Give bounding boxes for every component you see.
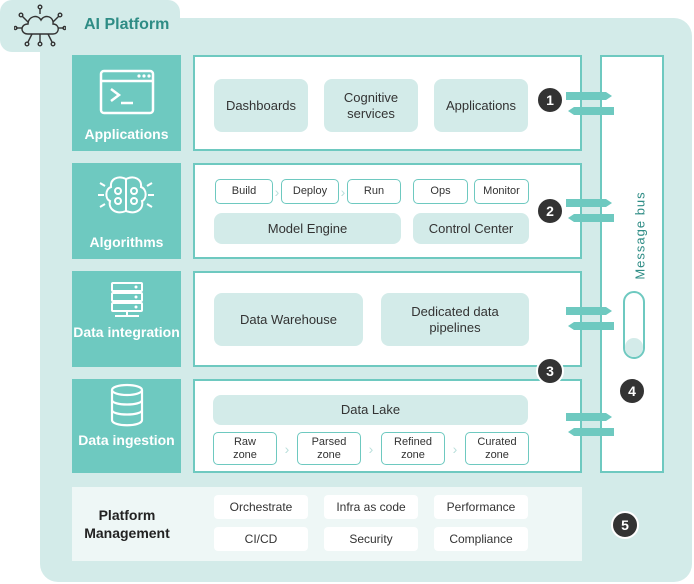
chevron-right-icon: › — [452, 440, 458, 457]
zone-chip[interactable]: Raw zone — [213, 432, 277, 465]
layer-applications-label: Applications — [72, 55, 181, 151]
zone-chip[interactable]: Curated zone — [465, 432, 529, 465]
chevron-right-icon: › — [274, 183, 280, 200]
connector-arrow-icon — [566, 413, 614, 436]
management-item[interactable]: CI/CD — [214, 527, 308, 551]
marker-5: 5 — [611, 511, 639, 539]
zone-chip[interactable]: Refined zone — [381, 432, 445, 465]
layer-name: Algorithms — [89, 234, 164, 250]
chevron-right-icon: › — [284, 440, 290, 457]
management-item[interactable]: Orchestrate — [214, 495, 308, 519]
layer-algorithms-label: Algorithms — [72, 163, 181, 259]
marker-3: 3 — [536, 357, 564, 385]
algorithms-panel — [193, 163, 582, 259]
management-item[interactable]: Performance — [434, 495, 528, 519]
zone-chip[interactable]: Parsed zone — [297, 432, 361, 465]
layer-name: Data integration — [73, 324, 180, 340]
ops-chip[interactable]: Ops — [413, 179, 468, 204]
app-item[interactable]: Dashboards — [214, 79, 308, 132]
platform-management-title: Platform Management — [84, 507, 170, 541]
chevron-right-icon: › — [340, 183, 346, 200]
app-item[interactable]: Cognitive services — [324, 79, 418, 132]
management-item[interactable]: Security — [324, 527, 418, 551]
marker-2: 2 — [536, 197, 564, 225]
app-item[interactable]: Applications — [434, 79, 528, 132]
stage-chip[interactable]: Deploy — [281, 179, 339, 204]
message-bus-label: Message bus — [632, 190, 648, 280]
layer-name: Data ingestion — [78, 432, 175, 448]
control-center[interactable]: Control Center — [413, 213, 529, 244]
data-lake[interactable]: Data Lake — [213, 395, 528, 425]
data-pipelines[interactable]: Dedicated data pipelines — [381, 293, 529, 346]
marker-1: 1 — [536, 86, 564, 114]
stage-chip[interactable]: Run — [347, 179, 401, 204]
layer-data-integration-label: Data integration — [72, 271, 181, 367]
connector-arrow-icon — [566, 92, 614, 115]
connector-arrow-icon — [566, 199, 614, 222]
cloud-network-icon — [14, 4, 66, 47]
server-icon — [111, 282, 143, 317]
management-item[interactable]: Infra as code — [324, 495, 418, 519]
layer-data-ingestion-label: Data ingestion — [72, 379, 181, 473]
ops-chip[interactable]: Monitor — [474, 179, 529, 204]
layer-name: Applications — [84, 126, 169, 142]
data-warehouse[interactable]: Data Warehouse — [214, 293, 363, 346]
brain-icon — [98, 176, 154, 214]
bus-scroll-icon — [623, 291, 645, 359]
marker-4: 4 — [618, 377, 646, 405]
model-engine[interactable]: Model Engine — [214, 213, 401, 244]
stage-chip[interactable]: Build — [215, 179, 273, 204]
management-item[interactable]: Compliance — [434, 527, 528, 551]
database-icon — [110, 383, 144, 427]
platform-title: AI Platform — [84, 16, 170, 33]
platform-tab — [0, 0, 180, 52]
connector-arrow-icon — [566, 307, 614, 330]
chevron-right-icon: › — [368, 440, 374, 457]
terminal-icon — [99, 69, 155, 115]
